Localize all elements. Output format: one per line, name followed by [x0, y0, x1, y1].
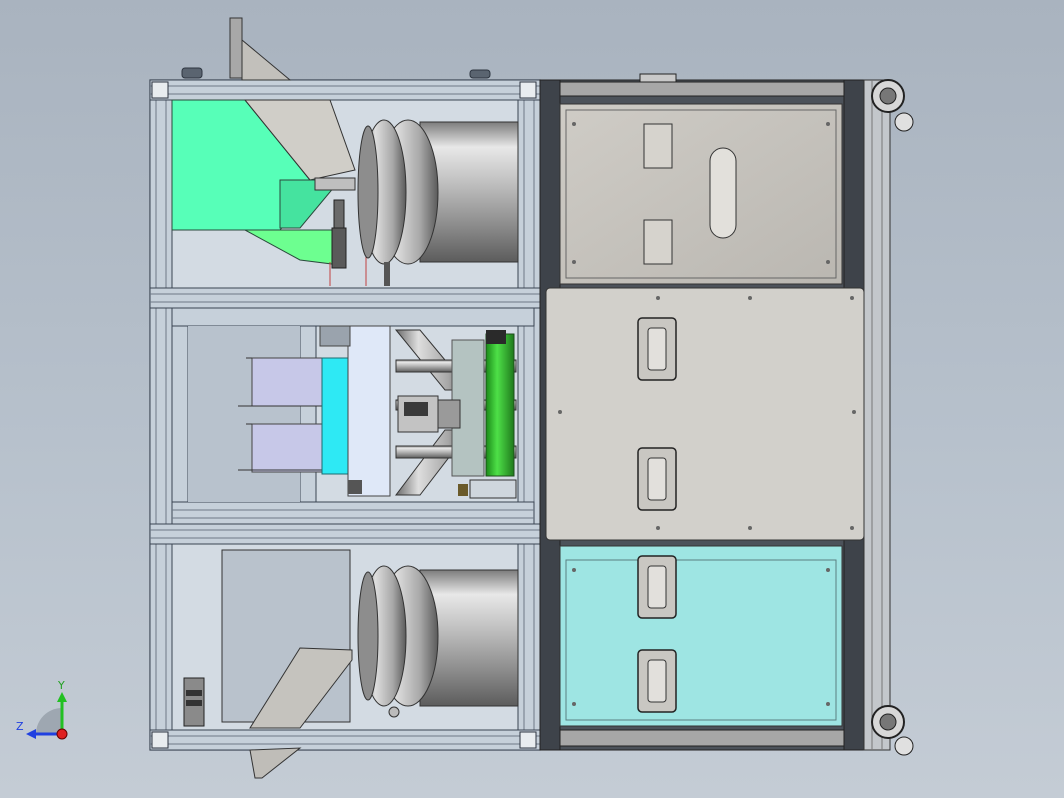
triad-y-label: Y: [58, 679, 65, 692]
view-triad: [26, 692, 68, 740]
bottom-hood-assembly: [183, 549, 519, 779]
caster-rail: [863, 79, 914, 756]
triad-z-label: Z: [16, 720, 24, 733]
middle-roller-assembly: [188, 325, 517, 502]
right-cabinet: [539, 73, 865, 751]
top-hood-assembly: [171, 17, 519, 286]
